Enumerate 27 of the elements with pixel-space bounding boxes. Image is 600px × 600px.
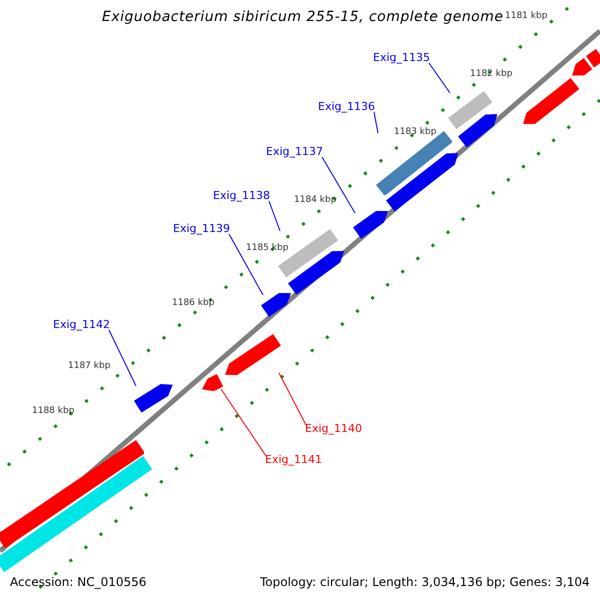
- leader-line: [228, 234, 264, 296]
- gene-label: Exig_1136: [318, 101, 375, 114]
- scale-label: 1187 kbp: [68, 362, 110, 372]
- scale-label: 1186 kbp: [172, 299, 214, 309]
- leader-line: [322, 156, 356, 214]
- gene-label: Exig_1135: [373, 52, 430, 64]
- gene-label: Exig_1142: [53, 319, 110, 332]
- gene-label: Exig_1137: [266, 146, 323, 158]
- scale-label: 1183 kbp: [394, 128, 436, 138]
- leader-line: [428, 62, 450, 94]
- gene-label: Exig_1140: [305, 423, 362, 436]
- scale-label: 1185 kbp: [246, 244, 288, 254]
- scale-label: 1182 kbp: [470, 70, 512, 80]
- gene-label: Exig_1141: [265, 454, 322, 466]
- gene-label: Exig_1138: [213, 190, 270, 202]
- leader-line: [220, 388, 266, 456]
- footer-text: Topology: circular; Length: 3,034,136 bp; Genes: 3,104: [260, 576, 590, 590]
- scale-label: 1188 kbp: [32, 407, 74, 417]
- leader-line: [108, 330, 136, 386]
- footer-text: Accession: NC_010556: [10, 576, 146, 590]
- title: Exiguobacterium sibiricum 255-15, complete genome: [102, 10, 504, 26]
- leader-line: [278, 372, 306, 426]
- leader-line: [268, 200, 280, 232]
- leader-line: [374, 112, 378, 134]
- scale-label: 1184 kbp: [294, 196, 336, 206]
- scale-label: 1181 kbp: [505, 12, 548, 22]
- gene-label: Exig_1139: [173, 223, 230, 236]
